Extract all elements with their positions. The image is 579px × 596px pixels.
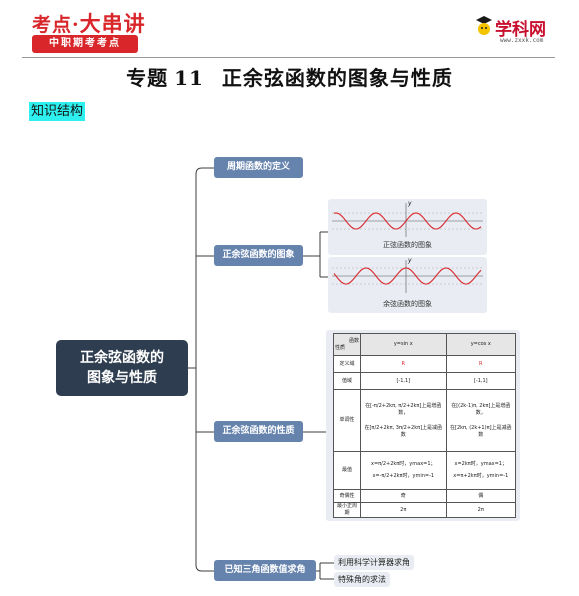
section-keyword: 知识结构 xyxy=(29,102,86,121)
sine-y-label: y xyxy=(408,200,412,207)
title-text: 正余弦函数的图象与性质 xyxy=(221,66,453,90)
cell-sin: R xyxy=(360,355,447,373)
brand-b: 大串讲 xyxy=(79,11,146,36)
cell-cos: x=2kπ时，ymax=1； x=π+2kπ时，ymin=-1 xyxy=(445,451,517,490)
brand-sep: · xyxy=(72,14,80,36)
cell-line: x=2kπ时，ymax=1； xyxy=(454,461,507,467)
brand-subtitle: 中职期考考点 xyxy=(32,35,138,53)
cell-line: x=π+2kπ时，ymin=-1 xyxy=(453,473,509,479)
branch-periodic-definition: 周期函数的定义 xyxy=(214,157,303,178)
root-line-1: 正余弦函数的 xyxy=(80,350,164,366)
cell-cos: 在[(2k-1)π, 2kπ]上是增函数， 在[2kπ, (2k+1)π]上是减… xyxy=(445,389,517,452)
brand-title: 考点·大串讲 xyxy=(32,8,146,38)
table-corner: 函数 性质 xyxy=(333,333,361,356)
table-row: 值域 [-1,1] [-1,1] xyxy=(333,372,517,390)
cell-sin: 2π xyxy=(360,502,447,518)
table-header-row: 函数 性质 y=sin x y=cos x xyxy=(333,333,517,356)
cell-line: 在[-π/2+2kπ, π/2+2kπ]上是增函数， xyxy=(365,402,442,416)
row-label: 奇偶性 xyxy=(333,489,361,503)
col-cos: y=cos x xyxy=(445,333,517,356)
cell-line: 在[2kπ, (2k+1)π]上是减函数 xyxy=(450,424,512,438)
table-row: 最值 x=π/2+2kπ时，ymax=1； x=-π/2+2kπ时，ymin=-… xyxy=(333,451,517,490)
logo-cap-icon xyxy=(474,14,494,38)
row-label: 单调性 xyxy=(333,389,361,452)
cell-cos: 2π xyxy=(445,502,517,518)
cosine-y-label: y xyxy=(408,257,412,264)
sine-graph-panel: y 正弦函数的图象 xyxy=(328,199,487,255)
sine-graph xyxy=(332,203,483,237)
row-label: 最小正周期 xyxy=(333,502,361,518)
cell-sin: 在[-π/2+2kπ, π/2+2kπ]上是增函数， 在[π/2+2kπ, 3π… xyxy=(360,389,447,452)
leaf-special-angles: 特殊角的求法 xyxy=(334,572,390,587)
row-label: 值域 xyxy=(333,372,361,390)
cell-line: x=π/2+2kπ时，ymax=1； xyxy=(371,461,436,467)
cell-line: 在[π/2+2kπ, 3π/2+2kπ]上是减函数 xyxy=(364,424,443,438)
cell-sin: x=π/2+2kπ时，ymax=1； x=-π/2+2kπ时，ymin=-1 xyxy=(360,451,447,490)
leaf-calculator: 利用科学计算器求角 xyxy=(334,555,414,570)
cell-line: x=-π/2+2kπ时，ymin=-1 xyxy=(372,473,435,479)
logo-url: www.zxxk.com xyxy=(500,37,544,44)
cell-cos: 偶 xyxy=(445,489,517,503)
cosine-graph-panel: y 余弦函数的图象 xyxy=(328,257,487,313)
header-divider xyxy=(22,57,555,58)
row-label: 定义域 xyxy=(333,355,361,373)
title-prefix: 专题 xyxy=(126,66,169,90)
brand-a: 考点 xyxy=(32,14,73,36)
table-row: 最小正周期 2π 2π xyxy=(333,502,517,518)
sine-graph-caption: 正弦函数的图象 xyxy=(383,241,432,249)
row-label: 最值 xyxy=(333,451,361,490)
table-row: 奇偶性 奇 偶 xyxy=(333,489,517,503)
branch-graphs: 正余弦函数的图象 xyxy=(214,245,303,266)
branch-find-angle: 已知三角函数值求角 xyxy=(214,560,316,581)
mindmap-root: 正余弦函数的 图象与性质 xyxy=(56,340,188,396)
cell-sin: 奇 xyxy=(360,489,447,503)
properties-table: 函数 性质 y=sin x y=cos x 定义域 R R 值域 [-1,1] … xyxy=(333,333,517,518)
cell-line: 在[(2k-1)π, 2kπ]上是增函数， xyxy=(451,402,511,416)
corner-func: 函数 xyxy=(348,337,359,344)
table-row: 单调性 在[-π/2+2kπ, π/2+2kπ]上是增函数， 在[π/2+2kπ… xyxy=(333,389,517,452)
col-sin: y=sin x xyxy=(360,333,447,356)
table-row: 定义域 R R xyxy=(333,355,517,373)
cell-cos: R xyxy=(445,355,517,373)
root-line-2: 图象与性质 xyxy=(87,370,157,386)
cosine-graph xyxy=(332,260,483,293)
cosine-curve xyxy=(333,267,482,285)
branch-properties: 正余弦函数的性质 xyxy=(214,421,303,442)
sine-curve xyxy=(333,212,482,230)
cell-cos: [-1,1] xyxy=(445,372,517,390)
cosine-graph-caption: 余弦函数的图象 xyxy=(383,300,432,308)
cell-sin: [-1,1] xyxy=(360,372,447,390)
corner-prop: 性质 xyxy=(335,344,346,351)
title-number: 11 xyxy=(174,66,204,90)
logo-text: 学科网 xyxy=(495,20,546,40)
